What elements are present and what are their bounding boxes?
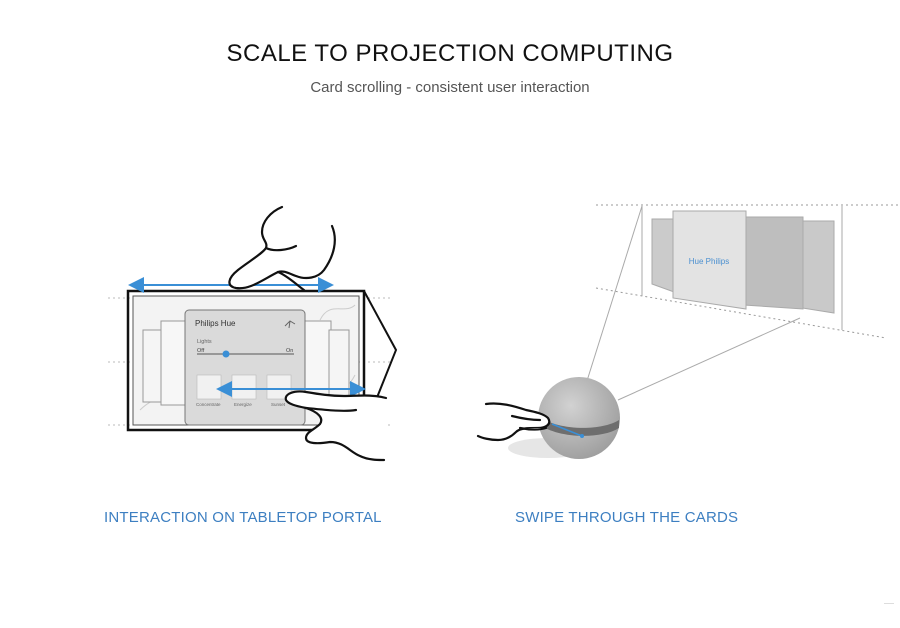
projection-frame [585,205,843,401]
philips-hue-card: Philips Hue Lights Off On Concentrate En… [184,309,306,426]
projection-guides [595,204,900,339]
page-subtitle: Card scrolling - consistent user interac… [310,79,590,96]
caption-swipe-cards: SWIPE THROUGH THE CARDS [515,509,739,526]
hand-icon [476,402,551,442]
projected-cards: Hue Philips [651,210,835,314]
sphere-projector-icon [508,377,620,459]
share-icon [284,320,296,329]
scene-label: Energize [234,402,252,407]
lights-slider-thumb [222,350,230,358]
scene-tile [196,374,222,400]
projected-card-label: Hue Philips [689,257,729,266]
off-label: Off [197,348,205,354]
caption-tabletop-portal: INTERACTION ON TABLETOP PORTAL [104,509,382,526]
tabletop-portal-illustration: Philips Hue Lights Off On Concentrate En… [108,205,398,462]
hand-icon [228,205,336,292]
projection-illustration: Hue Philips [476,204,900,459]
on-label: On [286,348,293,354]
scene-label: Concentrate [196,402,221,407]
scene-label: Sunset [271,402,286,407]
hand-icon [284,390,388,462]
lights-label: Lights [197,339,212,345]
scene-tile [231,374,257,400]
page-title: SCALE TO PROJECTION COMPUTING [226,40,674,67]
card-title: Philips Hue [195,319,236,328]
corner-mark [884,603,894,604]
